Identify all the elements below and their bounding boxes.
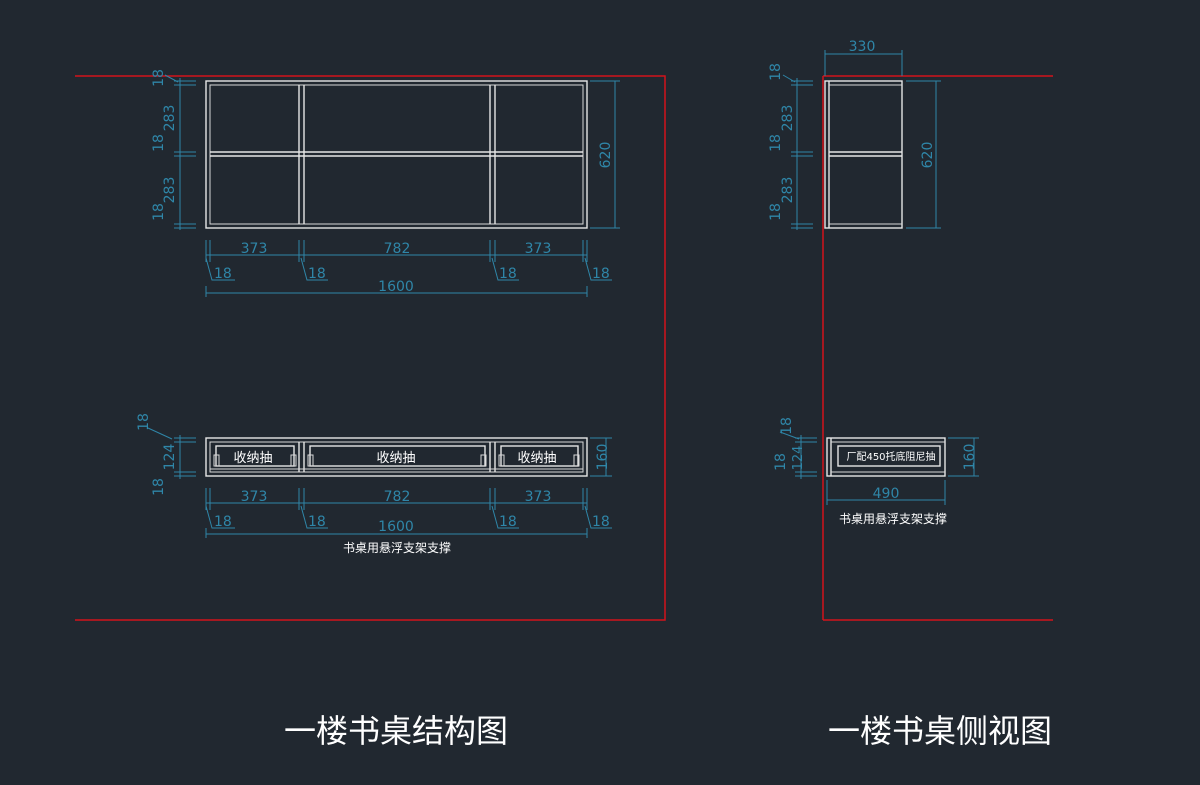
dim-text: 18 bbox=[499, 514, 517, 530]
dim-text: 18 bbox=[768, 134, 784, 152]
dim-text: 330 bbox=[849, 39, 876, 55]
dim-text: 620 bbox=[598, 142, 614, 169]
dim-text: 18 bbox=[592, 514, 610, 530]
dim-text: 18 bbox=[768, 63, 784, 81]
dim-text: 782 bbox=[384, 241, 411, 257]
upper-front-cabinet bbox=[205, 80, 588, 229]
dim-text: 18 bbox=[308, 266, 326, 282]
dim-text: 18 bbox=[214, 514, 232, 530]
dim-text: 283 bbox=[780, 177, 796, 204]
dim-text: 18 bbox=[308, 514, 326, 530]
dim-text: 283 bbox=[162, 105, 178, 132]
upper-side-cabinet bbox=[824, 80, 903, 229]
upper-side-left-dims: 18 283 18 283 18 bbox=[768, 63, 813, 230]
dim-text: 1600 bbox=[378, 519, 414, 535]
dim-text: 18 bbox=[151, 134, 167, 152]
red-boundary-side bbox=[822, 75, 1053, 621]
lower-side-right-dim: 160 bbox=[948, 437, 979, 477]
dim-text: 18 bbox=[768, 203, 784, 221]
lower-front-bottom-dims: 373 782 373 18 18 18 18 1600 bbox=[205, 488, 612, 538]
dim-text: 18 bbox=[592, 266, 610, 282]
dim-text: 782 bbox=[384, 489, 411, 505]
lower-front-right-dim: 160 bbox=[590, 437, 612, 477]
lower-front-left-dims: 18 124 18 bbox=[136, 413, 196, 496]
dim-text: 373 bbox=[241, 241, 268, 257]
drawer-label-center: 收纳抽 bbox=[376, 451, 415, 466]
dim-text: 373 bbox=[525, 241, 552, 257]
dim-text: 18 bbox=[136, 413, 152, 431]
dim-text: 18 bbox=[151, 478, 167, 496]
dim-text: 373 bbox=[525, 489, 552, 505]
dim-text: 283 bbox=[780, 105, 796, 132]
title-side-view: 一楼书桌侧视图 bbox=[828, 712, 1052, 750]
lower-side-left-dims: 18 124 18 bbox=[773, 417, 817, 479]
dim-text: 18 bbox=[214, 266, 232, 282]
dim-text: 373 bbox=[241, 489, 268, 505]
lower-front-drawer-unit bbox=[205, 437, 588, 477]
dim-text: 18 bbox=[499, 266, 517, 282]
drawer-label-right: 收纳抽 bbox=[517, 451, 556, 466]
lower-side-drawer bbox=[826, 437, 946, 477]
dim-text: 160 bbox=[962, 444, 978, 471]
lower-side-bottom-dim: 490 bbox=[826, 480, 946, 505]
dim-text: 124 bbox=[791, 446, 806, 471]
dim-text: 160 bbox=[595, 444, 611, 471]
side-drawer-label: 厂配450托底阻尼抽 bbox=[846, 450, 935, 463]
dim-text: 18 bbox=[779, 417, 795, 435]
drawer-label-left: 收纳抽 bbox=[233, 451, 272, 466]
dim-text: 283 bbox=[162, 177, 178, 204]
upper-side-top-dim: 330 bbox=[824, 39, 903, 76]
upper-front-right-dim: 620 bbox=[590, 80, 620, 229]
dim-text: 124 bbox=[162, 444, 178, 471]
red-boundary-front bbox=[75, 75, 666, 621]
upper-front-bottom-dims: 373 782 373 18 18 18 18 1600 bbox=[205, 240, 612, 297]
upper-side-right-dim: 620 bbox=[906, 80, 941, 229]
dim-text: 490 bbox=[873, 486, 900, 502]
front-support-note: 书桌用悬浮支架支撑 bbox=[343, 540, 451, 555]
side-support-note: 书桌用悬浮支架支撑 bbox=[839, 511, 947, 526]
dim-text: 1600 bbox=[378, 279, 414, 295]
dim-text: 18 bbox=[773, 453, 789, 471]
title-structure: 一楼书桌结构图 bbox=[284, 712, 508, 750]
dim-text: 18 bbox=[151, 203, 167, 221]
dim-text: 620 bbox=[920, 142, 936, 169]
dim-text: 18 bbox=[151, 69, 167, 87]
upper-front-left-dims: 18 283 18 283 18 bbox=[151, 69, 196, 230]
